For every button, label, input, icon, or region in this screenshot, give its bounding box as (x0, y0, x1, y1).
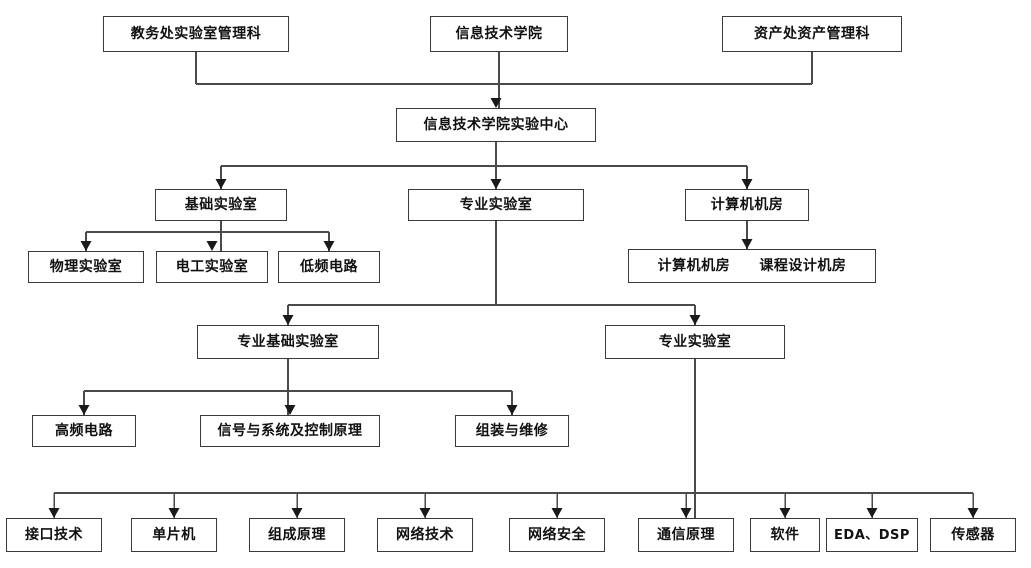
node-assembly[interactable]: 组装与维修 (455, 415, 569, 447)
node-label: 专业实验室 (658, 334, 732, 350)
node-label: 资产处资产管理科 (754, 26, 870, 42)
node-netsec[interactable]: 网络安全 (509, 518, 605, 552)
node-elec[interactable]: 电工实验室 (156, 251, 268, 283)
node-complab-pair[interactable]: 计算机机房 课程设计机房 (628, 249, 876, 283)
node-label: 网络技术 (396, 527, 454, 543)
node-label: 基础实验室 (184, 197, 258, 213)
node-label: 教务处实验室管理科 (130, 26, 262, 42)
node-label: 电工实验室 (175, 259, 249, 275)
node-label: 高频电路 (55, 423, 113, 439)
node-lowfreq[interactable]: 低频电路 (278, 251, 380, 283)
node-edadsp[interactable]: EDA、DSP (826, 518, 918, 552)
node-software[interactable]: 软件 (750, 518, 820, 552)
node-label: 低频电路 (300, 259, 358, 275)
node-complab[interactable]: 计算机机房 (685, 189, 809, 221)
node-label: 信息技术学院 (455, 26, 543, 42)
node-label: 软件 (770, 527, 800, 543)
node-label: 接口技术 (25, 527, 83, 543)
node-jwc[interactable]: 教务处实验室管理科 (103, 16, 289, 52)
node-nettech[interactable]: 网络技术 (377, 518, 473, 552)
node-xxjsxy[interactable]: 信息技术学院 (430, 16, 568, 52)
node-comm[interactable]: 通信原理 (638, 518, 734, 552)
node-phys[interactable]: 物理实验室 (28, 251, 144, 283)
node-mcu[interactable]: 单片机 (131, 518, 217, 552)
node-label: 专业基础实验室 (237, 334, 339, 350)
node-signal[interactable]: 信号与系统及控制原理 (200, 415, 380, 447)
node-label: 信息技术学院实验中心 (423, 117, 569, 133)
node-label: 课程设计机房 (759, 258, 847, 274)
node-label: 组装与维修 (475, 423, 549, 439)
node-interface[interactable]: 接口技术 (6, 518, 102, 552)
node-major[interactable]: 专业实验室 (408, 189, 584, 221)
node-base[interactable]: 基础实验室 (155, 189, 287, 221)
node-label: EDA、DSP (834, 527, 910, 543)
node-center[interactable]: 信息技术学院实验中心 (396, 108, 596, 142)
node-highfreq[interactable]: 高频电路 (32, 415, 136, 447)
node-label: 单片机 (152, 527, 196, 543)
node-label: 计算机机房 (710, 197, 784, 213)
node-label: 计算机机房 (657, 258, 731, 274)
node-label: 组成原理 (268, 527, 326, 543)
node-label: 传感器 (951, 527, 995, 543)
node-label: 专业实验室 (459, 197, 533, 213)
node-sensor[interactable]: 传感器 (930, 518, 1016, 552)
node-majorbase[interactable]: 专业基础实验室 (197, 325, 379, 359)
node-label: 通信原理 (657, 527, 715, 543)
node-label: 信号与系统及控制原理 (217, 423, 363, 439)
node-label: 网络安全 (528, 527, 586, 543)
node-label: 物理实验室 (49, 259, 123, 275)
node-arch[interactable]: 组成原理 (249, 518, 345, 552)
node-major2[interactable]: 专业实验室 (605, 325, 785, 359)
node-zcc[interactable]: 资产处资产管理科 (722, 16, 902, 52)
